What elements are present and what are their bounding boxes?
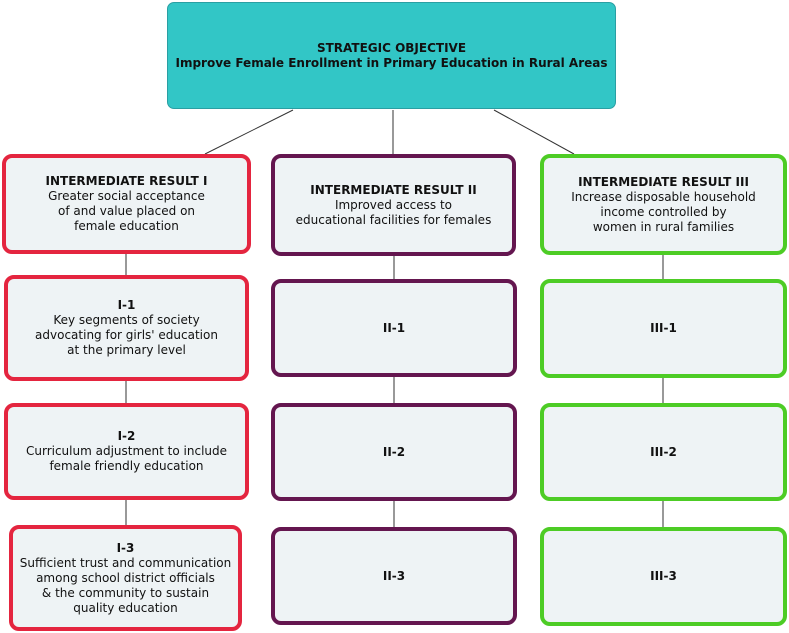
strategic-objective-text: Improve Female Enrollment in Primary Edu… [175,55,608,70]
result-item-title: II-3 [382,568,406,583]
connector-objective-result-1 [204,109,294,155]
result-item-iii-3: III-3 [540,527,787,626]
intermediate-result-2-title: INTERMEDIATE RESULT II [310,182,477,197]
result-item-ii-1: II-1 [271,279,517,377]
result-item-line: Curriculum adjustment to include [25,444,228,458]
result-item-line: among school district officials [36,570,215,585]
result-item-line: & the community to sustain [41,585,210,600]
intermediate-result-1-line: of and value placed on [57,204,196,218]
result-item-line: female friendly education [49,459,204,473]
intermediate-result-2-line: Improved access to [334,197,453,212]
result-item-line: Key segments of society [53,313,200,327]
result-item-line: advocating for girls' education [35,328,218,342]
result-item-ii-3: II-3 [271,527,517,625]
intermediate-result-1-line: female education [74,219,179,233]
result-item-line: Sufficient trust and communication [19,555,232,570]
result-item-title: III-2 [650,444,677,459]
result-item-line: at the primary level [67,343,186,357]
intermediate-result-2: INTERMEDIATE RESULT II Improved access t… [271,154,516,256]
intermediate-result-3-title: INTERMEDIATE RESULT III [578,174,749,189]
result-item-title: II-2 [382,444,406,459]
intermediate-result-3-line: women in rural families [592,219,735,234]
intermediate-result-1-title: INTERMEDIATE RESULT I [45,174,208,188]
result-item-i-2: I-2 Curriculum adjustment to include fem… [4,403,249,500]
intermediate-result-2-line: educational facilities for females [295,212,492,227]
intermediate-result-3-line: Increase disposable household [571,189,756,204]
result-item-title: II-1 [382,320,406,335]
intermediate-result-1-line: Greater social acceptance [48,189,205,203]
result-item-title: I-2 [117,429,136,443]
intermediate-result-3: INTERMEDIATE RESULT III Increase disposa… [540,154,787,255]
strategic-objective-box: STRATEGIC OBJECTIVE Improve Female Enrol… [167,2,616,109]
result-item-iii-2: III-2 [540,403,787,501]
result-item-i-3: I-3 Sufficient trust and communication a… [9,525,242,631]
intermediate-result-1: INTERMEDIATE RESULT I Greater social acc… [2,154,251,254]
connector-objective-result-3 [493,109,575,155]
strategic-objective-title: STRATEGIC OBJECTIVE [316,40,467,55]
result-item-i-1: I-1 Key segments of society advocating f… [4,275,249,381]
result-item-title: III-3 [650,569,677,583]
result-item-iii-1: III-1 [540,279,787,378]
result-item-ii-2: II-2 [271,403,517,501]
result-item-title: III-1 [650,321,677,335]
result-item-title: I-3 [116,540,135,555]
result-item-line: quality education [73,600,178,615]
intermediate-result-3-line: income controlled by [600,204,727,219]
result-item-title: I-1 [117,298,136,312]
